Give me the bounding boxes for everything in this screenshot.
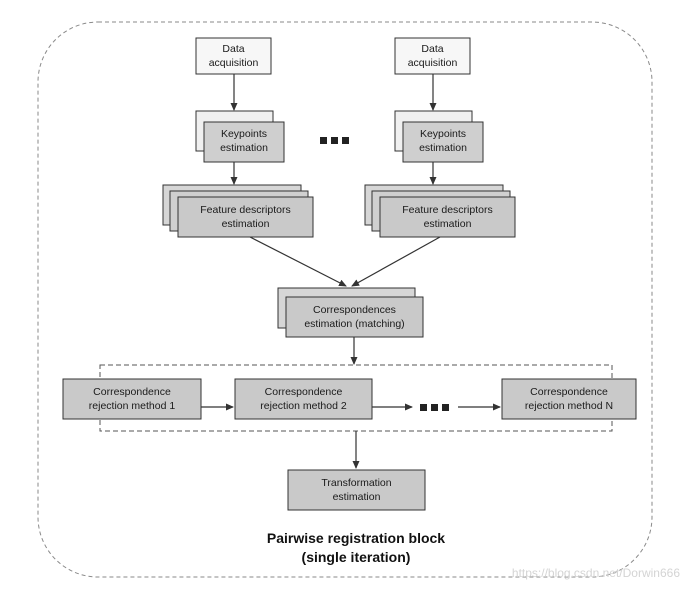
correspondences-line-2: estimation (matching) [304,318,404,330]
arrow-features2-to-correspondences [351,236,441,287]
data-acquisition-2-line-2: acquisition [408,57,458,69]
data-acquisition-box-1: Data acquisition [195,37,272,75]
connector-arrows [201,74,501,469]
rejection-n-line-2: rejection method N [525,400,613,412]
correspondences-box: Correspondences estimation (matching) [277,287,424,338]
rejection-method-box-n: Correspondence rejection method N [501,378,637,420]
outer-block-border [37,21,653,578]
rejection-method-box-1: Correspondence rejection method 1 [62,378,202,420]
keypoints-box-2: Keypoints estimation [394,110,484,163]
transformation-line-1: Transformation [321,477,391,489]
caption-line-1: Pairwise registration block [267,530,445,546]
rejection-2-line-1: Correspondence [265,386,343,398]
correspondences-line-1: Correspondences [313,304,396,316]
keypoints-1-line-1: Keypoints [221,128,267,140]
rejection-method-box-2: Correspondence rejection method 2 [234,378,373,420]
rejection-1-line-2: rejection method 1 [89,400,176,412]
data-acquisition-1-line-2: acquisition [209,57,259,69]
keypoints-1-line-2: estimation [220,142,268,154]
feature-descriptors-box-1: Feature descriptors estimation [162,184,314,238]
feature-descriptors-1-line-1: Feature descriptors [200,204,290,216]
rejection-n-line-1: Correspondence [530,386,608,398]
keypoints-2-line-2: estimation [419,142,467,154]
caption-line-2: (single iteration) [302,549,411,565]
rejection-2-line-2: rejection method 2 [260,400,347,412]
feature-descriptors-2-line-1: Feature descriptors [402,204,492,216]
keypoints-box-1: Keypoints estimation [195,110,285,163]
keypoints-2-line-1: Keypoints [420,128,466,140]
feature-descriptors-2-line-2: estimation [424,218,472,230]
feature-descriptors-box-2: Feature descriptors estimation [364,184,516,238]
watermark-text: https://blog.csdn.net/Dorwin666 [512,566,680,580]
data-acquisition-2-line-1: Data [421,43,443,55]
ellipsis-dots-top [320,137,349,144]
feature-descriptors-1-line-2: estimation [222,218,270,230]
data-acquisition-box-2: Data acquisition [394,37,471,75]
transformation-estimation-box: Transformation estimation [287,469,426,511]
ellipsis-dots-rejection [420,404,449,411]
transformation-line-2: estimation [333,491,381,503]
data-acquisition-1-line-1: Data [222,43,244,55]
arrow-features1-to-correspondences [249,236,347,287]
rejection-1-line-1: Correspondence [93,386,171,398]
